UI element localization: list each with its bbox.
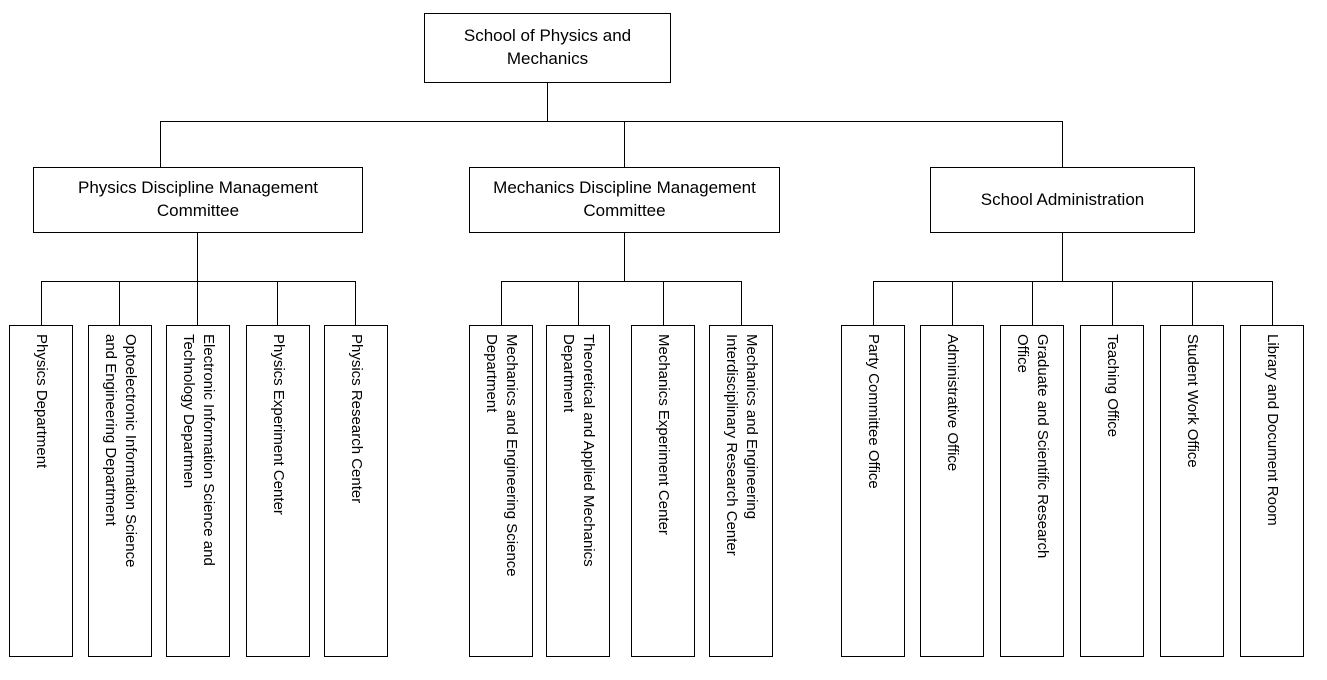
node-physics-committee[interactable]: Physics Discipline Management Committee	[33, 167, 363, 233]
node-party-committee-office[interactable]: Party Committee Office	[841, 325, 905, 657]
node-theoretical-applied-mechanics-label: Theoretical and Applied Mechanics Depart…	[560, 334, 597, 567]
node-electronic-information-science-and-technology-department[interactable]: Electronic Information Science and Techn…	[166, 325, 230, 657]
node-school-administration[interactable]: School Administration	[930, 167, 1195, 233]
node-graduate-scientific-research-label: Graduate and Scientific Research Office	[1014, 334, 1051, 559]
connector-administration-drop-3	[1112, 281, 1114, 325]
node-graduate-and-scientific-research-office[interactable]: Graduate and Scientific Research Office	[1000, 325, 1064, 657]
node-physics-experiment-center-label: Physics Experiment Center	[269, 334, 287, 515]
node-student-work-office[interactable]: Student Work Office	[1160, 325, 1224, 657]
node-teaching-office[interactable]: Teaching Office	[1080, 325, 1144, 657]
node-physics-department-label: Physics Department	[32, 334, 50, 469]
node-library-document-room-label: Library and Document Room	[1263, 334, 1281, 526]
connector-drop-mechanics	[624, 121, 626, 167]
node-physics-research-center[interactable]: Physics Research Center	[324, 325, 388, 657]
node-teaching-office-label: Teaching Office	[1103, 334, 1121, 438]
node-electronic-info-label: Electronic Information Science and Techn…	[180, 334, 217, 566]
connector-mechanics-drop-2	[663, 281, 665, 325]
connector-root-stem	[547, 83, 549, 121]
node-party-committee-office-label: Party Committee Office	[864, 334, 882, 489]
connector-physics-stem	[197, 233, 199, 281]
connector-mechanics-stem	[624, 233, 626, 281]
node-physics-experiment-center[interactable]: Physics Experiment Center	[246, 325, 310, 657]
connector-administration-drop-1	[952, 281, 954, 325]
node-mechanics-eng-science-label: Mechanics and Engineering Science Depart…	[483, 334, 520, 577]
node-mechanics-experiment-center[interactable]: Mechanics Experiment Center	[631, 325, 695, 657]
connector-physics-drop-2	[197, 281, 199, 325]
node-physics-research-center-label: Physics Research Center	[347, 334, 365, 504]
connector-physics-drop-0	[41, 281, 43, 325]
node-theoretical-and-applied-mechanics-department[interactable]: Theoretical and Applied Mechanics Depart…	[546, 325, 610, 657]
node-mechanics-interdisciplinary-label: Mechanics and Engineering Interdisciplin…	[723, 334, 760, 556]
node-mechanics-committee[interactable]: Mechanics Discipline Management Committe…	[469, 167, 780, 233]
node-optoelectronic-label: Optoelectronic Information Science and E…	[102, 334, 139, 568]
connector-administration-drop-0	[873, 281, 875, 325]
connector-drop-physics	[160, 121, 162, 167]
node-mechanics-and-engineering-science-department[interactable]: Mechanics and Engineering Science Depart…	[469, 325, 533, 657]
connector-drop-administration	[1062, 121, 1064, 167]
connector-physics-drop-3	[277, 281, 279, 325]
node-administrative-office-label: Administrative Office	[943, 334, 961, 472]
connector-administration-stem	[1062, 233, 1064, 281]
connector-mechanics-drop-1	[578, 281, 580, 325]
connector-mechanics-drop-0	[501, 281, 503, 325]
connector-administration-drop-5	[1272, 281, 1274, 325]
connector-mechanics-drop-3	[741, 281, 743, 325]
node-physics-department[interactable]: Physics Department	[9, 325, 73, 657]
node-root[interactable]: School of Physics and Mechanics	[424, 13, 671, 83]
node-physics-committee-label: Physics Discipline Management Committee	[78, 178, 318, 220]
node-administrative-office[interactable]: Administrative Office	[920, 325, 984, 657]
node-mechanics-interdisciplinary-research-center[interactable]: Mechanics and Engineering Interdisciplin…	[709, 325, 773, 657]
node-student-work-office-label: Student Work Office	[1183, 334, 1201, 468]
connector-physics-drop-4	[355, 281, 357, 325]
connector-administration-drop-4	[1192, 281, 1194, 325]
node-optoelectronic-information-science-and-engineering-department[interactable]: Optoelectronic Information Science and E…	[88, 325, 152, 657]
connector-level1-bus	[160, 121, 1063, 123]
connector-administration-bus	[873, 281, 1273, 283]
connector-mechanics-bus	[501, 281, 741, 283]
node-mechanics-committee-label: Mechanics Discipline Management Committe…	[493, 178, 756, 220]
node-root-label: School of Physics and Mechanics	[463, 26, 632, 68]
connector-physics-drop-1	[119, 281, 121, 325]
node-mechanics-experiment-center-label: Mechanics Experiment Center	[654, 334, 672, 535]
connector-administration-drop-2	[1032, 281, 1034, 325]
node-library-and-document-room[interactable]: Library and Document Room	[1240, 325, 1304, 657]
node-school-administration-label: School Administration	[980, 189, 1145, 209]
